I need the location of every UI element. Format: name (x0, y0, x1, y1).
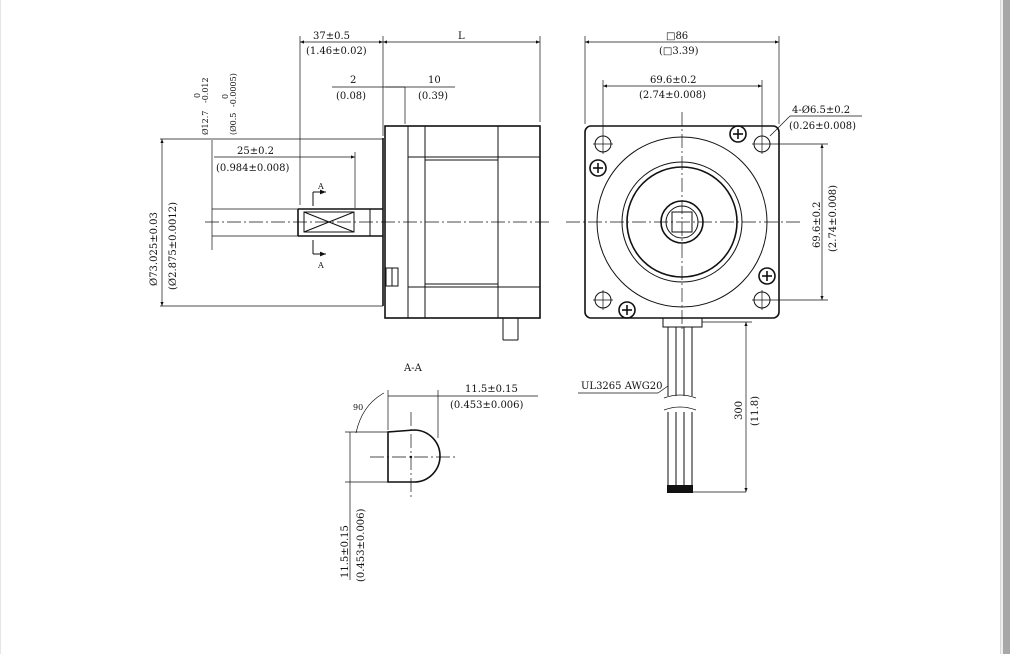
flat-width-dim-in: (0.453±0.006) (450, 400, 524, 411)
front-view: □86 (□3.39) 69.6±0.2 (2.74±0.008) 4-Ø6.5… (566, 31, 862, 493)
flange-length-dim: 37±0.5 (313, 31, 350, 42)
step-dim-in: (0.08) (336, 91, 366, 102)
side-view: A A 37±0.5 (1.46±0.02) L 2 (0.08) 10 (0.… (149, 31, 552, 341)
cable-type-label: UL3265 AWG20 (581, 381, 663, 392)
angle-label: 90 (353, 403, 363, 412)
body-length-dim: L (458, 31, 465, 42)
section-mark-top: A (317, 182, 324, 191)
shaft-length-dim: 25±0.2 (237, 146, 274, 157)
screw-icon (618, 301, 636, 319)
mount-holes-dim-in: (0.26±0.008) (789, 121, 856, 132)
section-title: A-A (403, 363, 423, 374)
flat-height-dim: 11.5±0.15 (340, 525, 351, 578)
hole-spacing-h-dim: 69.6±0.2 (650, 75, 697, 86)
frame-size-dim: □86 (666, 31, 688, 42)
shaft-dia-dim-in: (Ø0.5 (229, 113, 238, 135)
shaft-dia-tol-lower: -0.012 (201, 77, 210, 103)
flat-height-dim-in: (0.453±0.006) (356, 508, 367, 582)
hole-spacing-h-dim-in: (2.74±0.008) (639, 90, 706, 101)
screw-icon (758, 267, 776, 285)
vertical-scrollbar[interactable] (1000, 0, 1010, 654)
flat-width-dim: 11.5±0.15 (465, 384, 518, 395)
hole-spacing-v-dim: 69.6±0.2 (812, 201, 823, 248)
boss-dim-in: (0.39) (418, 91, 448, 102)
mount-holes-dim: 4-Ø6.5±0.2 (792, 105, 850, 116)
pilot-dia-dim-in: (Ø2.875±0.0012) (168, 202, 179, 290)
lead-length-dim: 300 (734, 401, 745, 420)
lead-wires (662, 318, 746, 493)
screw-icon (589, 159, 607, 177)
frame-size-dim-in: (□3.39) (659, 46, 699, 57)
shaft-dia-tol-upper: 0 (193, 93, 202, 98)
flange-length-dim-in: (1.46±0.02) (306, 46, 367, 57)
screw-icon (729, 125, 747, 143)
boss-dim: 10 (428, 75, 441, 86)
pilot-dia-dim: Ø73.025±0.03 (149, 212, 160, 286)
lead-length-dim-in: (11.8) (750, 396, 761, 426)
section-mark-bottom: A (317, 261, 324, 270)
page-edge (0, 0, 1, 654)
step-dim: 2 (350, 75, 356, 86)
hole-spacing-v-dim-in: (2.74±0.008) (828, 185, 839, 252)
shaft-dia-in-tol-upper: 0 (221, 94, 230, 99)
shaft-dia-dim: Ø12.7 (201, 111, 210, 135)
shaft-dia-in-tol-lower: -0.0005) (229, 73, 238, 107)
scrollbar-thumb[interactable] (1003, 0, 1010, 654)
shaft-length-dim-in: (0.984±0.008) (216, 163, 290, 174)
section-view-a-a: A-A 11.5±0.15 (0.453±0.006) 90 11.5±0.15 (340, 363, 538, 582)
